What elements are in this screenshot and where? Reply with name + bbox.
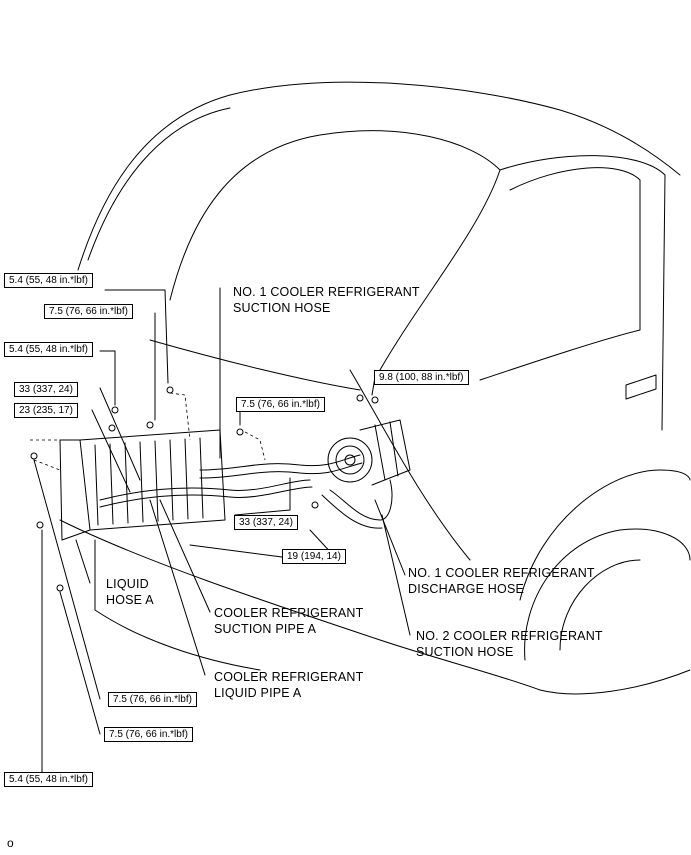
label-line-1: LIQUID [106,577,149,591]
label-line-2: LIQUID PIPE A [214,686,302,700]
label-line-1: NO. 2 COOLER REFRIGERANT [416,629,603,643]
condenser [79,429,226,531]
torque-label-8: 33 (337, 24) [234,515,298,530]
label-line-2: DISCHARGE HOSE [408,582,525,596]
label-liquid-pipe-a: COOLER REFRIGERANT LIQUID PIPE A [214,669,363,701]
fender-line [539,669,691,695]
label-line-2: HOSE A [106,593,154,607]
label-line-2: SUCTION PIPE A [214,622,317,636]
bumper-line [59,519,541,691]
torque-label-5: 23 (235, 17) [14,403,78,418]
label-no1-discharge-hose: NO. 1 COOLER REFRIGERANT DISCHARGE HOSE [408,565,595,597]
liquid-pipe [99,479,311,501]
label-no2-suction-hose: NO. 2 COOLER REFRIGERANT SUCTION HOSE [416,628,603,660]
hood-line [149,339,361,391]
label-suction-pipe-a: COOLER REFRIGERANT SUCTION PIPE A [214,605,363,637]
torque-label-3: 5.4 (55, 48 in.*lbf) [4,342,93,357]
footer-mark: o [7,836,14,850]
compressor-pulley [327,437,373,483]
door-handle [625,374,657,400]
grille-line [94,539,261,671]
compressor-body [359,419,411,486]
discharge-hose [329,479,393,521]
body-side-line [349,369,471,561]
torque-label-1: 5.4 (55, 48 in.*lbf) [4,273,93,288]
label-no1-suction-hose: NO. 1 COOLER REFRIGERANT SUCTION HOSE [233,284,420,316]
label-liquid-hose-a: LIQUID HOSE A [106,576,154,608]
wheel-arch [519,469,691,601]
label-line-2: SUCTION HOSE [233,301,331,315]
torque-label-7: 9.8 (100, 88 in.*lbf) [374,370,469,385]
torque-label-9: 19 (194, 14) [282,549,346,564]
door-frame [499,155,666,431]
pillar-line [87,107,231,261]
label-line-2: SUCTION HOSE [416,645,514,659]
label-line-1: COOLER REFRIGERANT [214,606,364,620]
door-window [479,167,641,381]
torque-label-10: 7.5 (76, 66 in.*lbf) [108,692,197,707]
wheel-inner [559,559,641,651]
wheel [524,528,691,661]
torque-label-2: 7.5 (76, 66 in.*lbf) [44,304,133,319]
label-line-1: NO. 1 COOLER REFRIGERANT [233,285,420,299]
label-line-1: COOLER REFRIGERANT [214,670,364,684]
torque-label-4: 33 (337, 24) [14,382,78,397]
roof-outline [77,81,681,271]
torque-label-6: 7.5 (76, 66 in.*lbf) [236,397,325,412]
torque-label-11: 7.5 (76, 66 in.*lbf) [104,727,193,742]
torque-label-12: 5.4 (55, 48 in.*lbf) [4,772,93,787]
windshield-outline [169,130,501,371]
suction-pipe [199,454,361,471]
label-line-1: NO. 1 COOLER REFRIGERANT [408,566,595,580]
